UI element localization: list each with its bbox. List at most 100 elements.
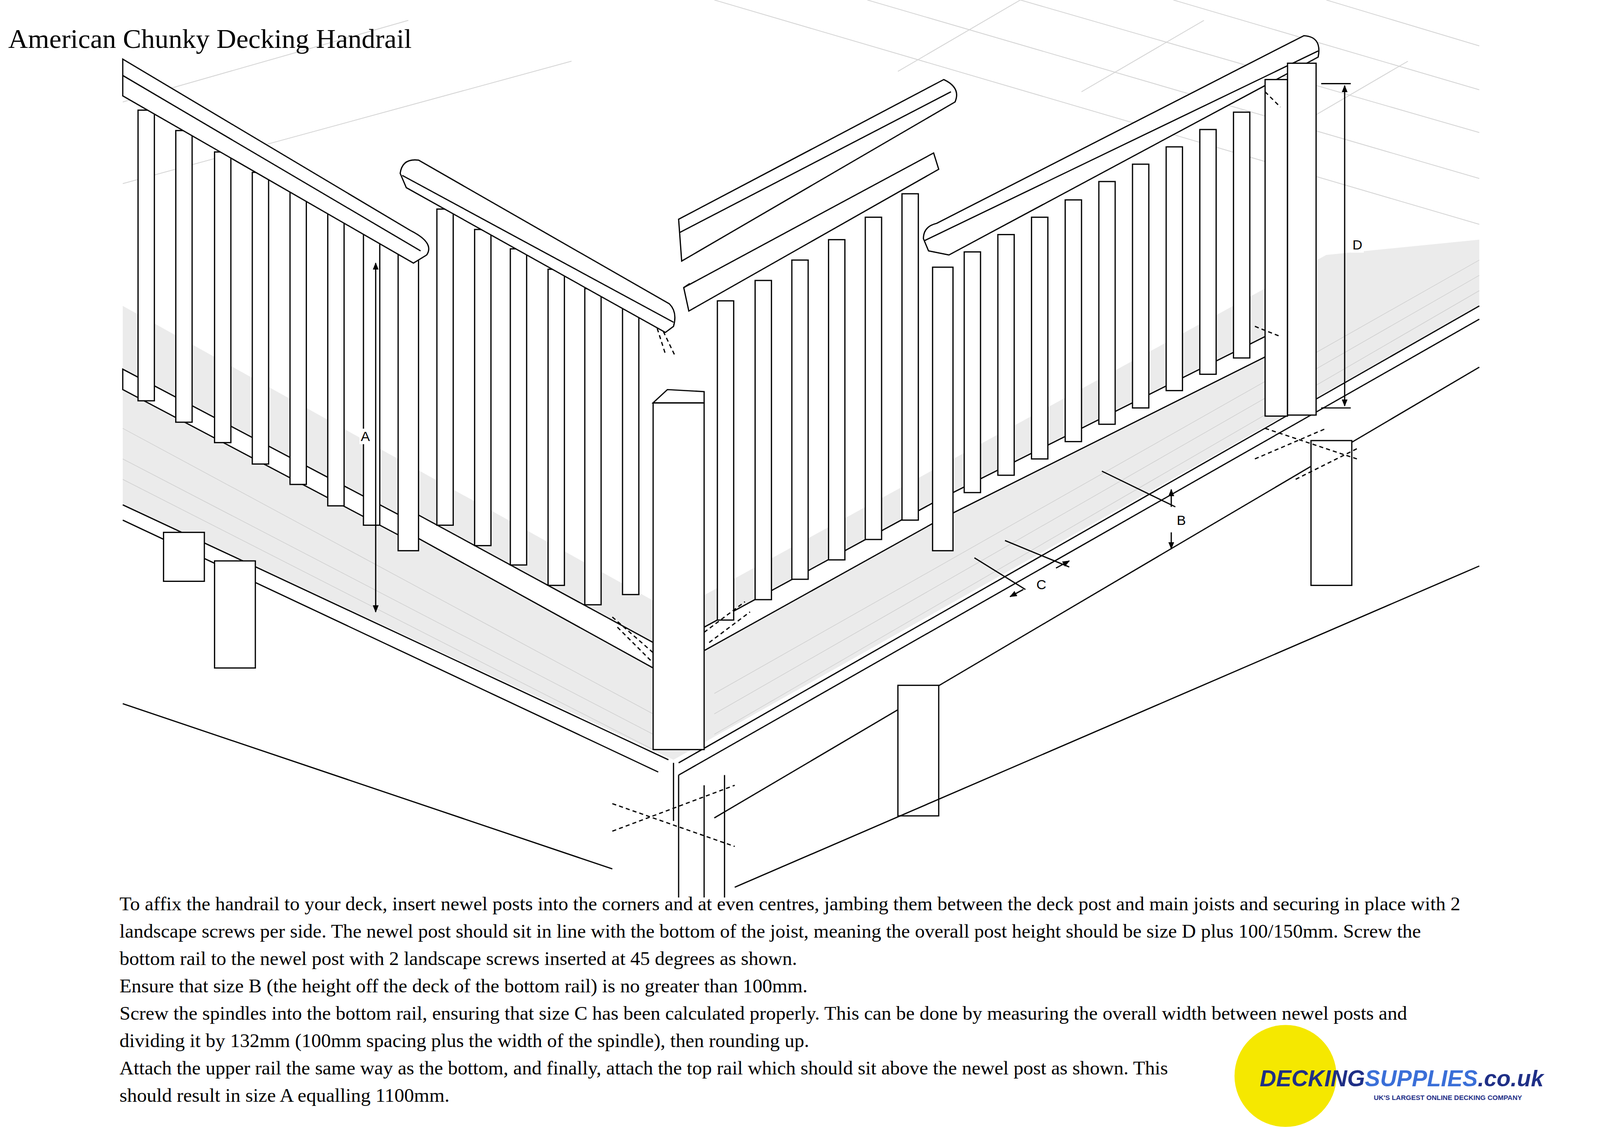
- drawing-line: [678, 775, 680, 898]
- drawing-line: [612, 617, 654, 653]
- instruction-text: Ensure that size B (the height off the d…: [119, 972, 1470, 1000]
- drawing-rect: [252, 172, 269, 465]
- drawing-line: [924, 51, 1319, 241]
- drawing-line: [898, 0, 1021, 72]
- drawing-line: [672, 763, 675, 821]
- top-rails: [122, 35, 1320, 333]
- logo: DECKINGSUPPLIES.co.uk: [1259, 1065, 1544, 1092]
- drawing-rect: [865, 217, 882, 540]
- logo-text: .co.uk: [1477, 1065, 1544, 1092]
- drawing-line: [1254, 428, 1327, 459]
- instruction-text: To affix the handrail to your deck, inse…: [119, 890, 1470, 973]
- drawing-rect: [1132, 164, 1149, 408]
- drawing-line: [1004, 540, 1070, 567]
- drawing-rect: [290, 192, 307, 485]
- drawing-rect: [163, 532, 205, 582]
- drawing-line: [734, 566, 1480, 888]
- drawing-path: [400, 160, 675, 333]
- drawing-rect: [1287, 63, 1317, 416]
- drawing-line: [683, 283, 690, 288]
- drawing-rect: [1098, 181, 1116, 425]
- drawing-line: [122, 519, 659, 772]
- title: American Chunky Decking Handrail: [8, 22, 412, 55]
- drawing-rect: [997, 234, 1015, 476]
- drawing-line: [703, 785, 705, 898]
- drawing-line: [1326, 0, 1480, 47]
- drawing-rect: [138, 110, 155, 401]
- drawing-line: [612, 803, 735, 847]
- drawing-line: [612, 785, 735, 832]
- drawing-line: [1321, 83, 1351, 85]
- drawing-line: [1295, 448, 1357, 480]
- drawing-rect: [1265, 79, 1288, 416]
- drawing-rect: [398, 254, 419, 551]
- drawing-line: [1265, 428, 1357, 459]
- drawing-line: [1344, 85, 1346, 406]
- drawing-rect: [622, 309, 639, 595]
- drawing-rect: [791, 259, 809, 580]
- drawing-rect: [548, 269, 565, 586]
- drawing-line: [1170, 532, 1173, 549]
- drawing-line: [679, 91, 951, 233]
- drawing-line: [1321, 407, 1351, 409]
- drawing-line: [122, 703, 613, 869]
- drawing-line: [1010, 589, 1024, 598]
- drawing-path: [678, 79, 957, 261]
- dimension-letter: C: [1034, 576, 1048, 593]
- drawing-rect: [175, 130, 193, 423]
- drawing-rect: [717, 301, 734, 621]
- drawing-rect: [898, 685, 939, 816]
- dimension-letter: D: [1350, 237, 1364, 253]
- dimension-lines: [375, 83, 1351, 612]
- drawing-line: [374, 263, 377, 613]
- instruction-text: Screw the spindles into the bottom rail,…: [119, 999, 1470, 1055]
- drawing-line: [1265, 91, 1281, 108]
- drawing-line: [663, 331, 676, 358]
- drawing-path: [122, 59, 429, 264]
- drawing-line: [709, 612, 750, 643]
- drawing-rect: [902, 193, 919, 521]
- drawing-rect: [327, 212, 345, 506]
- drawing-line: [657, 328, 666, 354]
- logo-tagline: UK'S LARGEST ONLINE DECKING COMPANY: [1373, 1093, 1523, 1102]
- drawing-polygon: [653, 389, 705, 403]
- drawing-line: [617, 627, 654, 663]
- drawing-line: [122, 428, 654, 714]
- drawing-rect: [474, 229, 492, 546]
- drawing-line: [402, 175, 674, 323]
- drawing-rect: [214, 151, 231, 443]
- drawing-rect: [214, 561, 255, 669]
- newel-posts: [653, 63, 1317, 750]
- exploded-rails: [678, 79, 957, 312]
- drawing-polygon: [418, 514, 654, 668]
- drawing-rect: [1166, 146, 1183, 391]
- drawing-rect: [828, 239, 846, 561]
- drawing-line: [1101, 471, 1176, 507]
- drawing-rect: [584, 288, 602, 605]
- drawing-polygon: [704, 499, 939, 651]
- drawing-rect: [653, 402, 705, 750]
- drawing-rect: [964, 251, 981, 493]
- instruction-text: Attach the upper rail the same way as th…: [119, 1054, 1215, 1110]
- drawing-rect: [436, 208, 454, 525]
- drawing-line: [122, 458, 654, 735]
- drawing-line: [723, 775, 726, 898]
- drawing-line: [1173, 0, 1480, 90]
- dimension-letter: B: [1175, 512, 1188, 529]
- drawing-rect: [1310, 440, 1352, 586]
- drawing-rect: [363, 231, 380, 526]
- drawing-rect: [1031, 217, 1049, 459]
- drawing-rect: [510, 249, 527, 566]
- drawing-rect: [755, 280, 772, 600]
- drawing-rect: [1233, 112, 1250, 359]
- drawing-rect: [1200, 129, 1217, 375]
- drawing-line: [1254, 326, 1281, 337]
- drawing-line: [1170, 489, 1173, 507]
- dimension-letter: A: [359, 428, 372, 445]
- drawing-rect: [1064, 199, 1082, 442]
- logo-text: SUPPLIES: [1365, 1065, 1478, 1092]
- drawing-line: [704, 601, 745, 633]
- drawing-line: [1055, 561, 1070, 569]
- logo-text: DECKING: [1259, 1065, 1366, 1092]
